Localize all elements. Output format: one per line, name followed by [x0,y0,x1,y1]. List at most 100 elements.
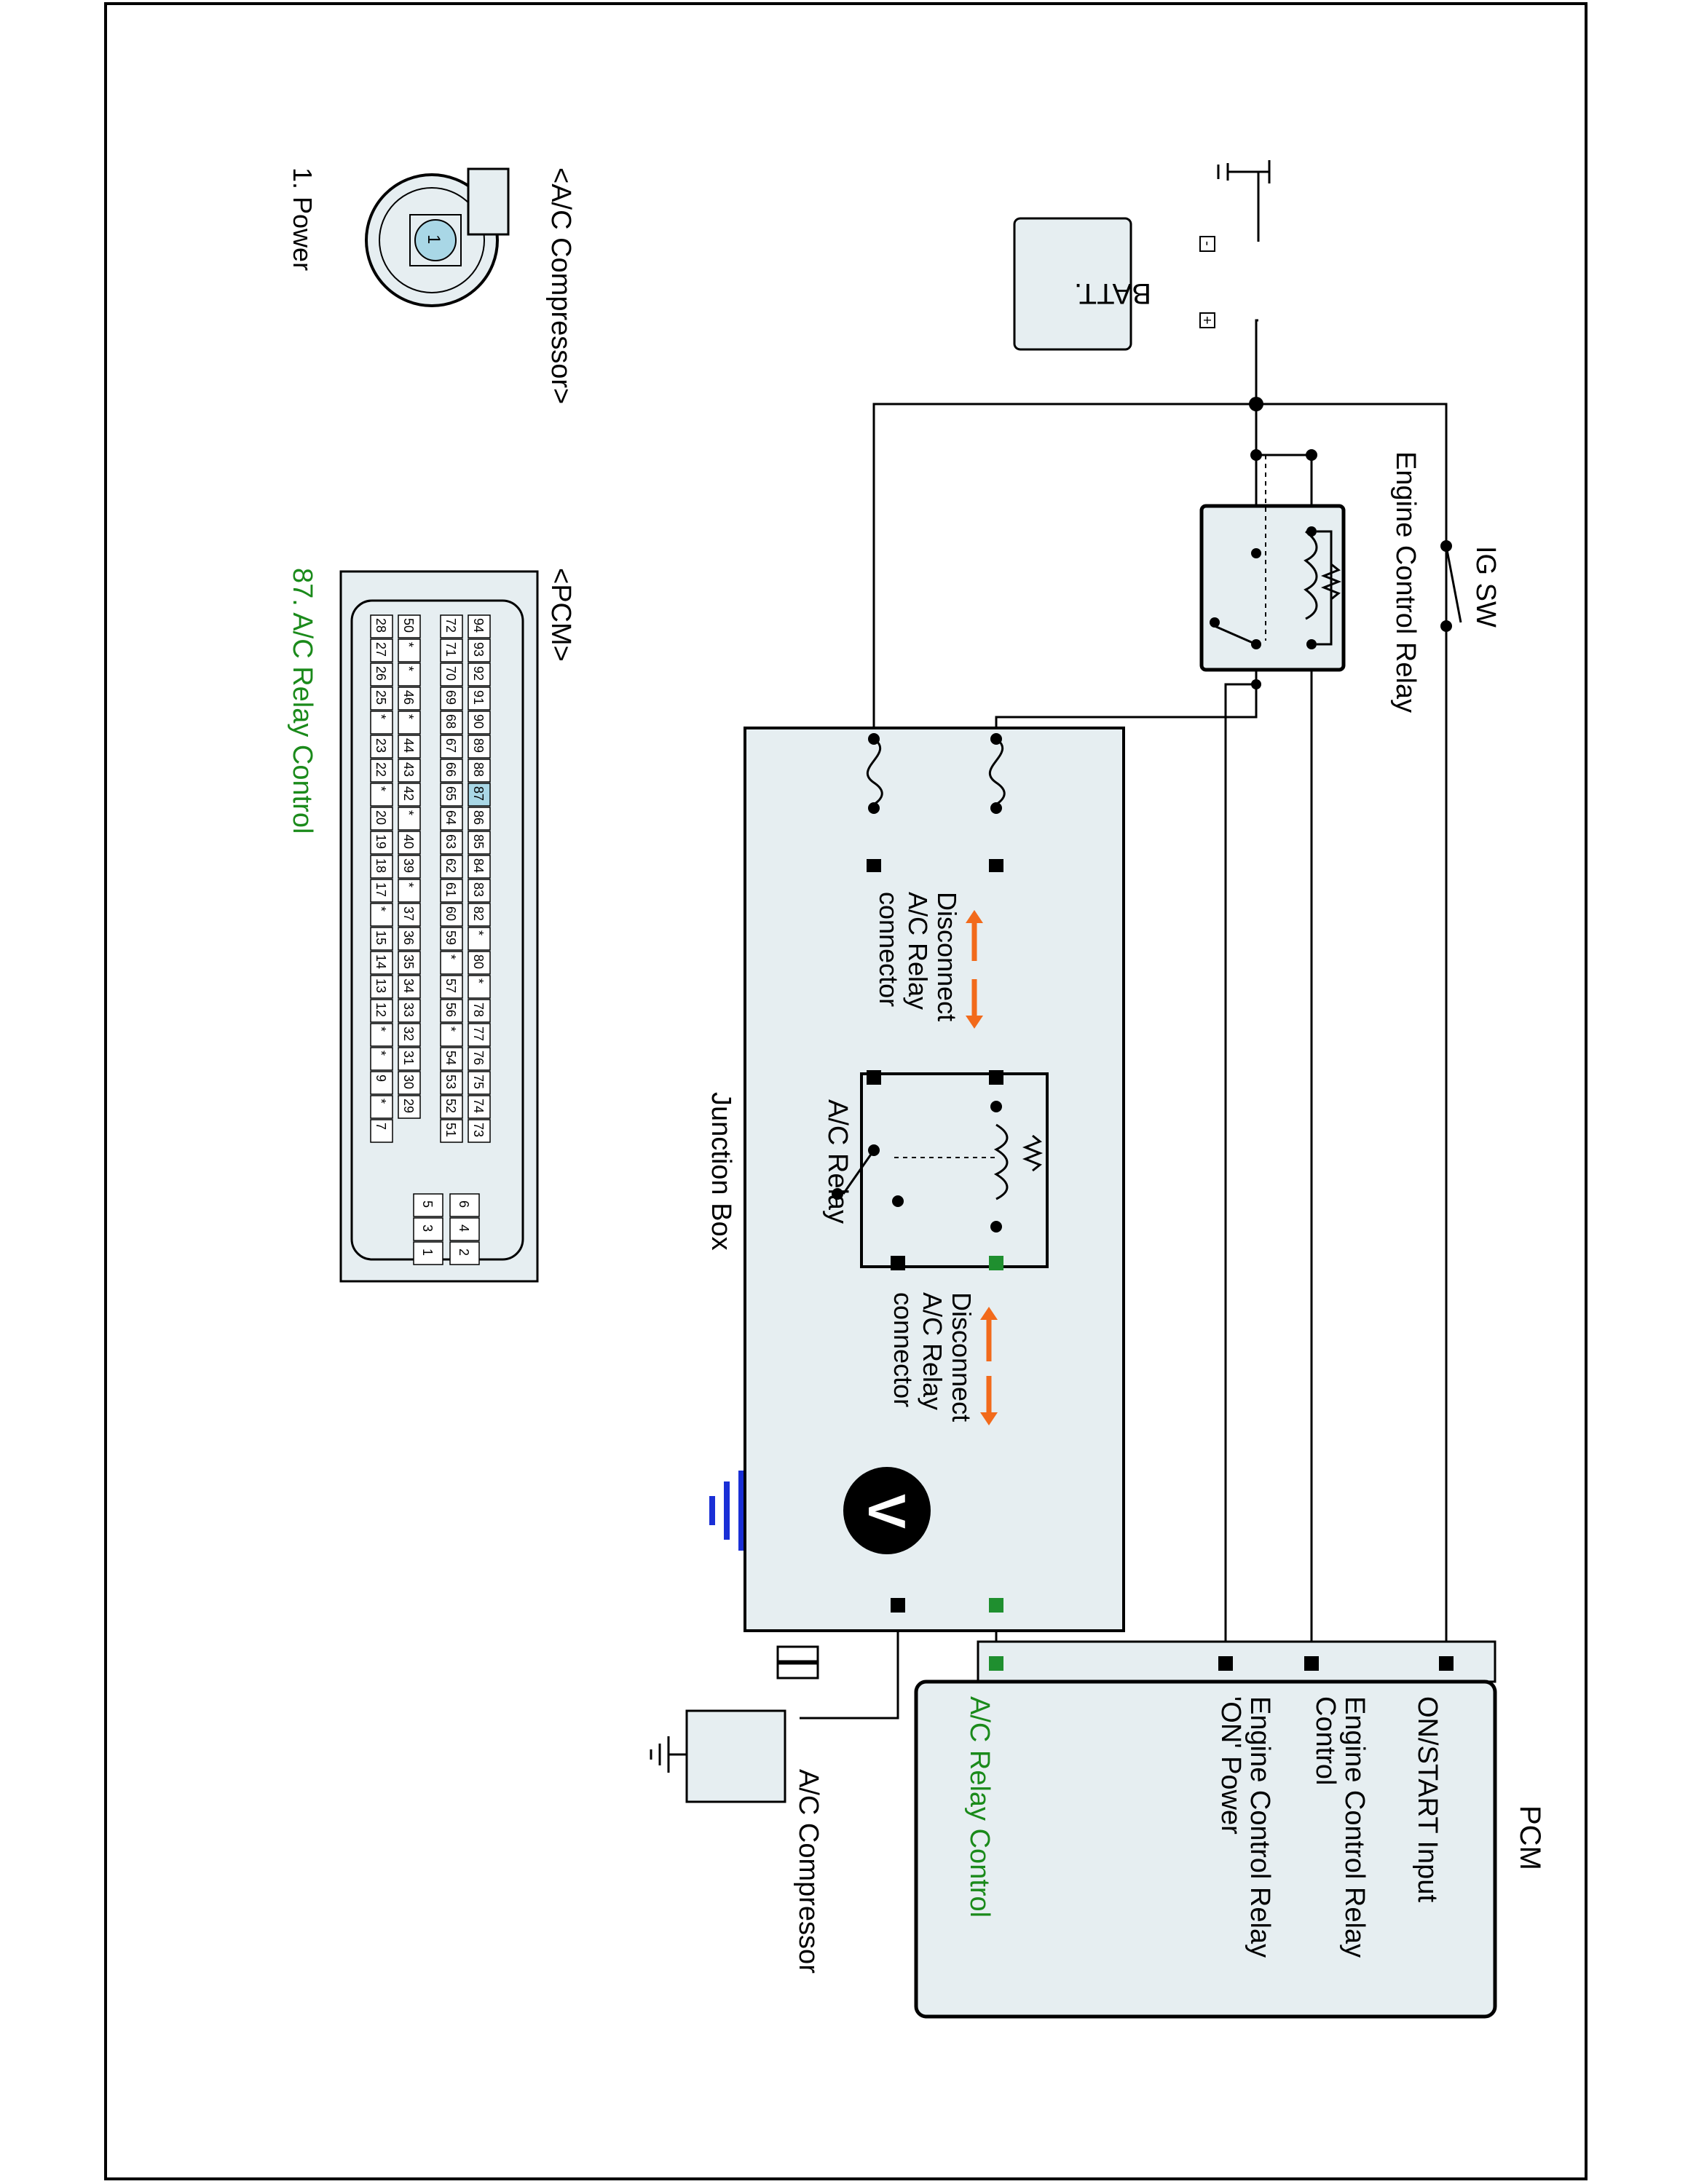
pcm-pin-number: 50 [401,618,416,633]
ground-icon [1217,160,1271,183]
pcm-terminal-relay-on-power [1218,1656,1233,1671]
pcm-pin-cell [468,711,491,735]
pcm-pin-cell [398,614,421,638]
pcm-pin-cell [370,1047,393,1071]
pcm-pin-number: * [401,666,416,671]
disconnect-left-line-2: A/C Relay [903,892,933,1010]
pcm-pin-cell [468,638,491,662]
ac-compressor-label: A/C Compressor [793,1769,824,1974]
ac-relay-coil-icon [832,1070,1044,1270]
pcm-small-pin-cell [413,1217,443,1241]
pcm-pin-number: 13 [374,978,388,993]
pcm-small-pin-cell [449,1193,480,1217]
pcm-pin-number: * [443,954,458,960]
pcm-pin-cell [440,687,463,711]
pcm-pin-number: 56 [443,1002,458,1017]
pcm-pin-number: 33 [401,1002,416,1017]
pcm-pin-number: 75 [471,1075,486,1089]
pcm-pin-cell [370,855,393,879]
pcm-pin-cell [370,903,393,927]
pcm-pin-cell [468,735,491,759]
pcm-pin-cell [440,927,463,951]
pcm-pin-number: 71 [443,642,458,657]
pcm-pin-cell [468,1095,491,1119]
pcm-pin-number: 73 [471,1123,486,1137]
pcm-terminal-ac-relay-control [989,1656,1003,1671]
pcm-pin-number: * [401,882,416,887]
pcm-pin-cell [468,975,491,999]
pcm-pin-cell [398,759,421,783]
pcm-pin-number: 31 [401,1051,416,1065]
battery-minus-label: - [1199,241,1215,246]
fuse-a-icon [989,733,1006,872]
pcm-terminal-2a-label: Engine Control Relay [1339,1696,1370,1958]
page-border [104,2,1588,2180]
pcm-pin-cell [440,855,463,879]
pcm-pin-cell [468,1071,491,1095]
pcm-pin-cell [398,711,421,735]
pcm-pin-cell [398,687,421,711]
pcm-small-pin-number: 3 [420,1224,435,1232]
pcm-pin-cell [370,1023,393,1047]
pcm-pin-cell [468,759,491,783]
pcm-pin-number: 62 [443,858,458,873]
pcm-pin-number: 15 [374,930,388,945]
pcm-pin-cell [468,783,491,807]
battery-box [1013,217,1132,351]
pcm-pin-number: 30 [401,1075,416,1089]
relay-feed [1255,404,1312,456]
ac-compressor-pin-number: 1 [424,234,443,244]
pcm-pin-cell [440,711,463,735]
pcm-pin-number: 18 [374,858,388,873]
pcm-pin-cell [440,807,463,831]
pcm-pin-cell [370,975,393,999]
pcm-pin-number: 53 [443,1075,458,1089]
pcm-pin-number: 36 [401,930,416,945]
pcm-pin-cell [440,1023,463,1047]
pcm-pin-cell [440,1095,463,1119]
pcm-pin-cell [468,614,491,638]
pcm-pin-number: 40 [401,834,416,849]
pcm-pin-number: 14 [374,954,388,969]
pcm-connector-title: <PCM> [545,568,576,662]
pcm-pin-cell [398,975,421,999]
pcm-pin-number: 51 [443,1123,458,1137]
pcm-pin-cell [440,1071,463,1095]
pcm-pin-cell [398,1071,421,1095]
pcm-pin-cell [370,927,393,951]
pcm-pin-number: 46 [401,690,416,705]
pcm-small-pin-cell [413,1241,443,1265]
pcm-pin-cell [468,999,491,1023]
pcm-pin-number: 39 [401,858,416,873]
pcm-pin-grid: 94939291908988878685848382*80*7877767574… [370,614,491,1265]
pcm-pin-cell [468,879,491,903]
pcm-pin-cell [440,975,463,999]
pcm-pin-cell [398,1095,421,1119]
pcm-pin-cell [468,1119,491,1143]
pcm-pin-number: 20 [374,810,388,825]
disconnect-arrow-right-icon [980,1307,998,1425]
pcm-pin-cell [370,759,393,783]
pcm-small-pin-number: 5 [420,1200,435,1208]
pcm-pin-label: 87. A/C Relay Control [287,568,318,834]
pcm-pin-number: * [374,786,388,791]
pcm-pin-cell [440,1119,463,1143]
jb-terminal-compressor [891,1598,905,1613]
pcm-pin-cell [468,662,491,687]
pcm-pin-cell [440,879,463,903]
pcm-pin-cell [440,638,463,662]
pcm-pin-number: 88 [471,762,486,777]
pcm-pin-number: 60 [443,906,458,921]
pcm-terminal-relay-control [1304,1656,1319,1671]
pcm-pin-cell [370,951,393,975]
pcm-pin-number: 65 [443,786,458,801]
pcm-pin-number: 17 [374,882,388,897]
battery-plus-label: + [1199,316,1215,325]
pcm-pin-number: 22 [374,762,388,777]
pcm-pin-number: 78 [471,1002,486,1017]
pcm-pin-cell [398,879,421,903]
pcm-pin-number: * [471,978,486,984]
pcm-pin-number: 37 [401,906,416,921]
pcm-pin-cell [370,999,393,1023]
pcm-pin-number: 83 [471,882,486,897]
